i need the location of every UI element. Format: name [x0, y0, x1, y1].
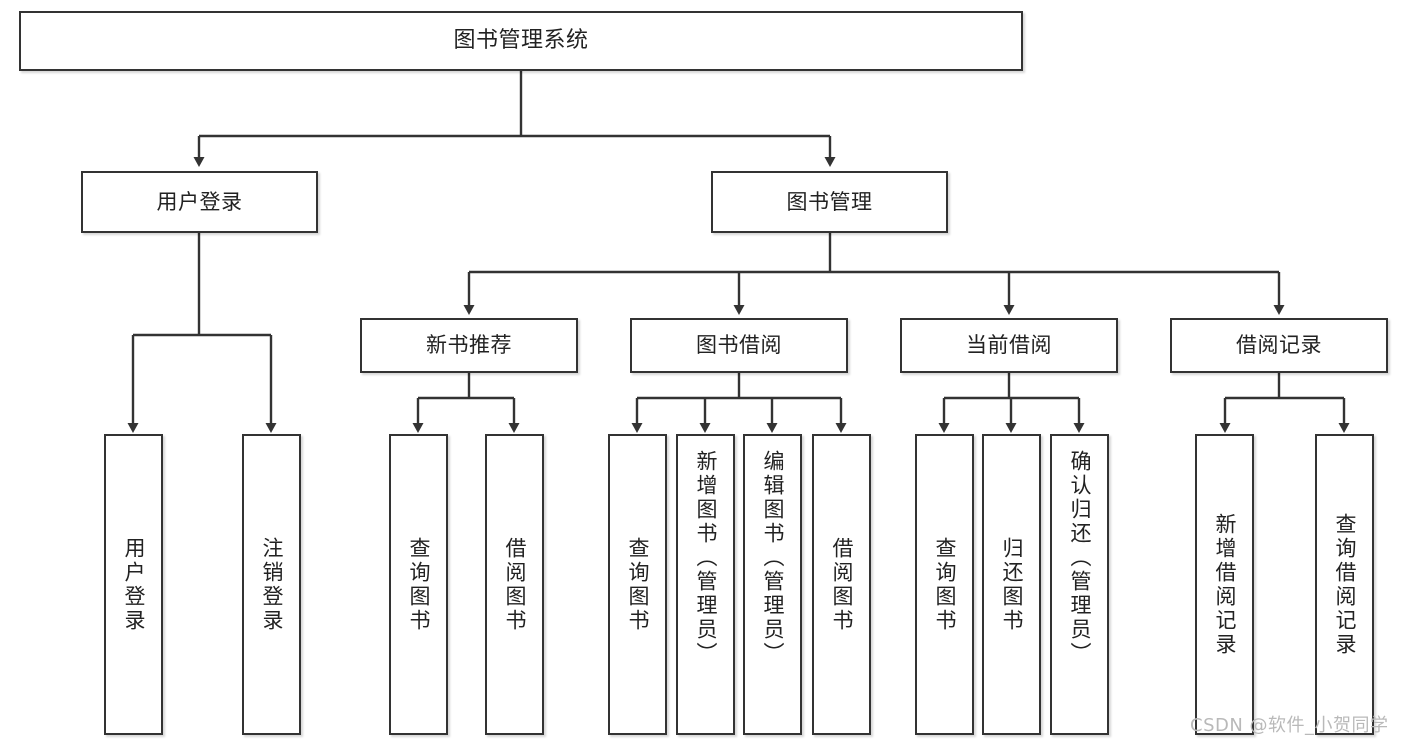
leaf-current-borrow-confirm-return-admin-label: 确认归还（管理员）: [1068, 450, 1092, 666]
leaf-borrow-record-add-record[interactable]: 新增借阅记录: [1195, 434, 1254, 735]
node-root-book-management-system[interactable]: 图书管理系统: [19, 11, 1023, 71]
leaf-user-login-login[interactable]: 用户登录: [104, 434, 163, 735]
node-book-management[interactable]: 图书管理: [711, 171, 948, 233]
leaf-book-borrow-add-book-admin-label: 新增图书（管理员）: [694, 450, 718, 666]
leaf-book-borrow-edit-book-admin[interactable]: 编辑图书（管理员）: [743, 434, 802, 735]
leaf-borrow-record-add-record-label: 新增借阅记录: [1213, 512, 1237, 657]
node-book-borrow-label: 图书借阅: [696, 333, 782, 358]
leaf-new-book-rec-borrow-book-label: 借阅图书: [503, 536, 527, 633]
leaf-book-borrow-borrow-book-label: 借阅图书: [830, 536, 854, 633]
leaf-user-login-login-label: 用户登录: [122, 536, 146, 633]
node-user-login[interactable]: 用户登录: [81, 171, 318, 233]
leaf-book-borrow-add-book-admin[interactable]: 新增图书（管理员）: [676, 434, 735, 735]
leaf-user-login-logout[interactable]: 注销登录: [242, 434, 301, 735]
node-user-login-label: 用户登录: [156, 189, 243, 214]
leaf-book-borrow-borrow-book[interactable]: 借阅图书: [812, 434, 871, 735]
leaf-current-borrow-query-book[interactable]: 查询图书: [915, 434, 974, 735]
leaf-current-borrow-return-book-label: 归还图书: [1000, 536, 1024, 633]
node-root-label: 图书管理系统: [453, 28, 589, 54]
leaf-book-borrow-query-book[interactable]: 查询图书: [608, 434, 667, 735]
leaf-current-borrow-return-book[interactable]: 归还图书: [982, 434, 1041, 735]
leaf-book-borrow-edit-book-admin-label: 编辑图书（管理员）: [761, 450, 785, 666]
node-book-management-label: 图书管理: [786, 189, 873, 214]
leaf-current-borrow-query-book-label: 查询图书: [933, 536, 957, 633]
node-borrow-record-label: 借阅记录: [1236, 333, 1322, 358]
leaf-new-book-rec-query-book[interactable]: 查询图书: [389, 434, 448, 735]
leaf-book-borrow-query-book-label: 查询图书: [626, 536, 650, 633]
node-borrow-record[interactable]: 借阅记录: [1170, 318, 1388, 373]
node-new-book-recommendation[interactable]: 新书推荐: [360, 318, 578, 373]
node-current-borrow-label: 当前借阅: [966, 333, 1052, 358]
leaf-new-book-rec-query-book-label: 查询图书: [407, 536, 431, 633]
leaf-current-borrow-confirm-return-admin[interactable]: 确认归还（管理员）: [1050, 434, 1109, 735]
node-book-borrow[interactable]: 图书借阅: [630, 318, 848, 373]
node-new-book-recommendation-label: 新书推荐: [426, 333, 512, 358]
node-current-borrow[interactable]: 当前借阅: [900, 318, 1118, 373]
leaf-user-login-logout-label: 注销登录: [260, 536, 284, 633]
leaf-borrow-record-query-record-label: 查询借阅记录: [1333, 512, 1357, 657]
leaf-borrow-record-query-record[interactable]: 查询借阅记录: [1315, 434, 1374, 735]
watermark-text: CSDN @软件_小贺同学: [1190, 715, 1389, 736]
leaf-new-book-rec-borrow-book[interactable]: 借阅图书: [485, 434, 544, 735]
